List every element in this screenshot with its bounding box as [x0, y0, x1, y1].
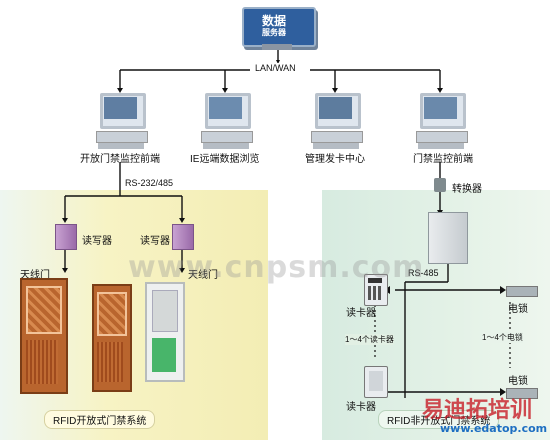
left-caption: RFID开放式门禁系统 — [44, 410, 156, 429]
antenna-door-left — [20, 278, 68, 394]
watermark-center: www.cnpsm.com — [128, 250, 425, 285]
card-reader-top-label: 读卡器 — [346, 308, 376, 319]
reader-right-label: 读写器 — [140, 236, 170, 247]
watermark-brand: 易迪拓培训 — [422, 398, 533, 423]
right-caption: RFID非开放式门禁系统 — [378, 410, 500, 429]
client-computer-2 — [201, 93, 253, 153]
server-label-line1: 数据 — [262, 14, 287, 28]
electric-lock-top — [506, 286, 538, 297]
converter-label: 转换器 — [452, 184, 482, 195]
client-computer-4 — [416, 93, 468, 153]
antenna-door-center — [92, 284, 132, 392]
reader-range-label: 1～4个读卡器 — [345, 334, 394, 345]
converter-icon — [434, 178, 446, 192]
electric-lock-bottom-label: 电锁 — [508, 376, 528, 387]
left-bus-label: RS-232/485 — [125, 178, 174, 188]
reader-right — [172, 224, 194, 250]
antenna-door-right — [145, 282, 185, 382]
antenna-left-label: 天线门 — [20, 270, 50, 281]
reader-left-label: 读写器 — [82, 236, 112, 247]
client-label-2: IE远端数据浏览 — [190, 154, 260, 165]
electric-lock-top-label: 电锁 — [508, 304, 528, 315]
watermark-url: www.edatop.com — [440, 422, 548, 435]
client-computer-3 — [311, 93, 363, 153]
controller-box — [428, 212, 468, 264]
server-stand — [262, 44, 292, 50]
lock-range-label: 1～4个电锁 — [482, 332, 523, 343]
network-label: LAN/WAN — [253, 63, 298, 73]
antenna-right-label: 天线门 — [188, 270, 218, 281]
electric-lock-bottom — [506, 388, 538, 399]
card-reader-bottom-label: 读卡器 — [346, 402, 376, 413]
card-reader-bottom — [364, 366, 388, 398]
server-label-line2: 服务器 — [262, 28, 286, 37]
client-computer-1 — [96, 93, 148, 153]
reader-left — [55, 224, 77, 250]
client-label-1: 开放门禁监控前端 — [80, 154, 160, 165]
client-label-3: 管理发卡中心 — [305, 154, 365, 165]
right-bus-label: RS-485 — [408, 268, 439, 278]
client-label-4: 门禁监控前端 — [413, 154, 473, 165]
card-reader-top — [364, 274, 388, 306]
